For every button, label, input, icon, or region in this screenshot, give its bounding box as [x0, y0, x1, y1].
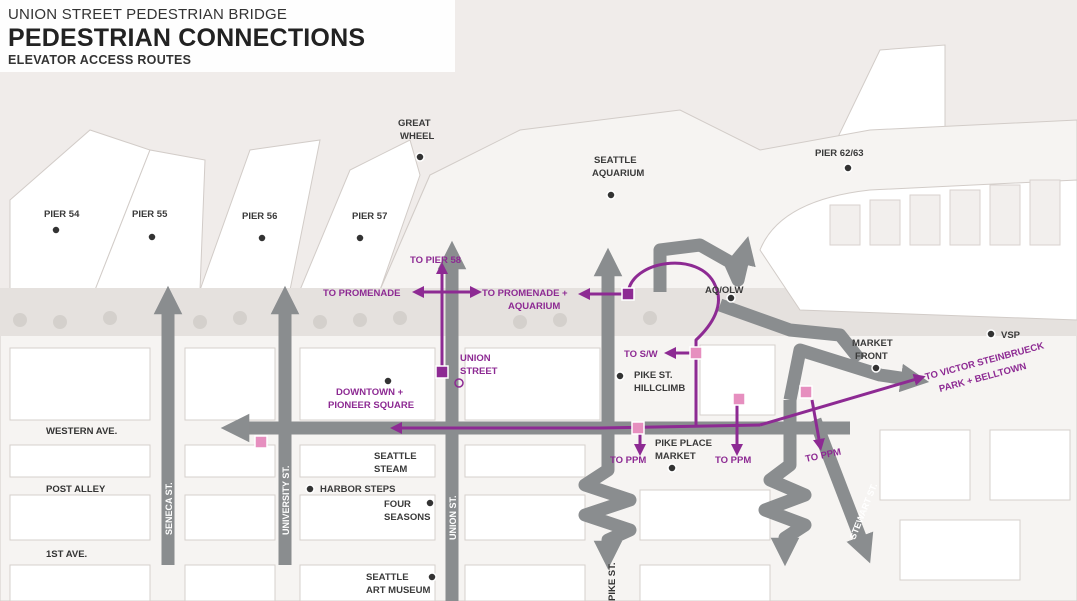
aquarium-dot[interactable] — [606, 190, 616, 200]
aq-olw-dot[interactable] — [726, 293, 736, 303]
vsp-dot[interactable] — [986, 329, 996, 339]
union-street-dot[interactable] — [454, 378, 464, 388]
label-seattle-steam-2: STEAM — [374, 464, 407, 475]
street-union: UNION ST. — [448, 495, 458, 540]
elevator-marker[interactable] — [799, 385, 813, 399]
label-great-wheel-2: WHEEL — [400, 131, 435, 142]
label-harbor-steps: HARBOR STEPS — [320, 484, 395, 495]
street-seneca: SENECA ST. — [164, 482, 174, 535]
page-subtitle: ELEVATOR ACCESS ROUTES — [8, 53, 192, 67]
elevator-marker[interactable] — [435, 365, 449, 379]
page-title: PEDESTRIAN CONNECTIONS — [8, 24, 366, 52]
label-pike-hillclimb-2: HILLCLIMB — [634, 383, 685, 394]
pier-55-dot[interactable] — [147, 232, 157, 242]
four-seasons-dot[interactable] — [425, 498, 435, 508]
elevator-marker[interactable] — [621, 287, 635, 301]
label-aq-olw: AQ/OLW — [705, 285, 744, 296]
label-pier-62: PIER 62/63 — [815, 148, 864, 159]
elevator-marker[interactable] — [254, 435, 268, 449]
label-seattle-steam-1: SEATTLE — [374, 451, 417, 462]
route-western — [390, 422, 761, 434]
great-wheel-dot[interactable] — [415, 152, 425, 162]
pier-62-dot[interactable] — [843, 163, 853, 173]
walkway-market-front — [717, 298, 866, 365]
label-great-wheel-1: GREAT — [398, 118, 431, 129]
elevator-marker[interactable] — [732, 392, 746, 406]
street-first: 1ST AVE. — [46, 549, 87, 560]
city-blocks — [9, 344, 1071, 601]
label-pike-market-1: PIKE PLACE — [655, 438, 712, 449]
project-name: UNION STREET PEDESTRIAN BRIDGE — [8, 6, 288, 23]
street-post-alley: POST ALLEY — [46, 484, 106, 495]
pike-market-dot[interactable] — [667, 463, 677, 473]
landmark-dots — [51, 152, 996, 582]
label-pier-56: PIER 56 — [242, 211, 277, 222]
route-aq-curve — [626, 261, 720, 425]
label-aquarium-2: AQUARIUM — [592, 168, 644, 179]
route-label-union-2: STREET — [460, 366, 498, 377]
label-pier-55: PIER 55 — [132, 209, 168, 220]
street-western: WESTERN AVE. — [46, 426, 117, 437]
label-market-front-1: MARKET — [852, 338, 893, 349]
elevator-marker[interactable] — [631, 421, 645, 435]
pike-hillclimb-dot[interactable] — [615, 371, 625, 381]
market-front-dot[interactable] — [871, 363, 881, 373]
label-pier-54: PIER 54 — [44, 209, 80, 220]
walkway-to-victor — [783, 343, 930, 402]
pier-54-dot[interactable] — [51, 225, 61, 235]
route-label-promenade-aq-1: TO PROMENADE + — [482, 288, 568, 299]
art-museum-dot[interactable] — [427, 572, 437, 582]
walkway-pine-zigzag — [758, 400, 812, 567]
route-to-victor — [759, 373, 926, 427]
label-art-museum-2: ART MUSEUM — [366, 585, 430, 596]
pier-57-dot[interactable] — [355, 233, 365, 243]
harbor-steps-dot[interactable] — [305, 484, 315, 494]
label-art-museum-1: SEATTLE — [366, 572, 409, 583]
pier-56-dot[interactable] — [257, 233, 267, 243]
walkway-pike-zigzag — [578, 428, 637, 570]
route-label-downtown-1: DOWNTOWN + — [336, 387, 404, 398]
elevator-marker[interactable] — [689, 346, 703, 360]
title-block: UNION STREET PEDESTRIAN BRIDGE PEDESTRIA… — [0, 0, 455, 72]
label-vsp: VSP — [1001, 330, 1021, 341]
street-pike: PIKE ST. — [607, 562, 618, 601]
label-four-seasons-2: SEASONS — [384, 512, 430, 523]
route-label-sw: TO S/W — [624, 349, 658, 360]
label-market-front-2: FRONT — [855, 351, 888, 362]
street-university: UNIVERSITY ST. — [281, 466, 291, 535]
western-block-dot[interactable] — [383, 376, 393, 386]
route-label-promenade-aq-2: AQUARIUM — [508, 301, 560, 312]
route-label-ppm-1: TO PPM — [610, 455, 646, 466]
elevators — [254, 287, 813, 449]
label-pike-market-2: MARKET — [655, 451, 696, 462]
route-ppm-3 — [810, 399, 825, 451]
label-aquarium-1: SEATTLE — [594, 155, 637, 166]
route-label-ppm-2: TO PPM — [715, 455, 751, 466]
overlook-buildings — [829, 179, 1061, 246]
walkway-aq-loop — [653, 236, 756, 292]
label-pier-57: PIER 57 — [352, 211, 387, 222]
route-label-pier58: TO PIER 58 — [410, 255, 461, 266]
route-label-union-1: UNION — [460, 353, 491, 364]
route-label-downtown-2: PIONEER SQUARE — [328, 400, 414, 411]
route-label-promenade: TO PROMENADE — [323, 288, 400, 299]
label-pike-hillclimb-1: PIKE ST. — [634, 370, 673, 381]
label-four-seasons-1: FOUR — [384, 499, 411, 510]
elevator-routes — [390, 261, 926, 456]
